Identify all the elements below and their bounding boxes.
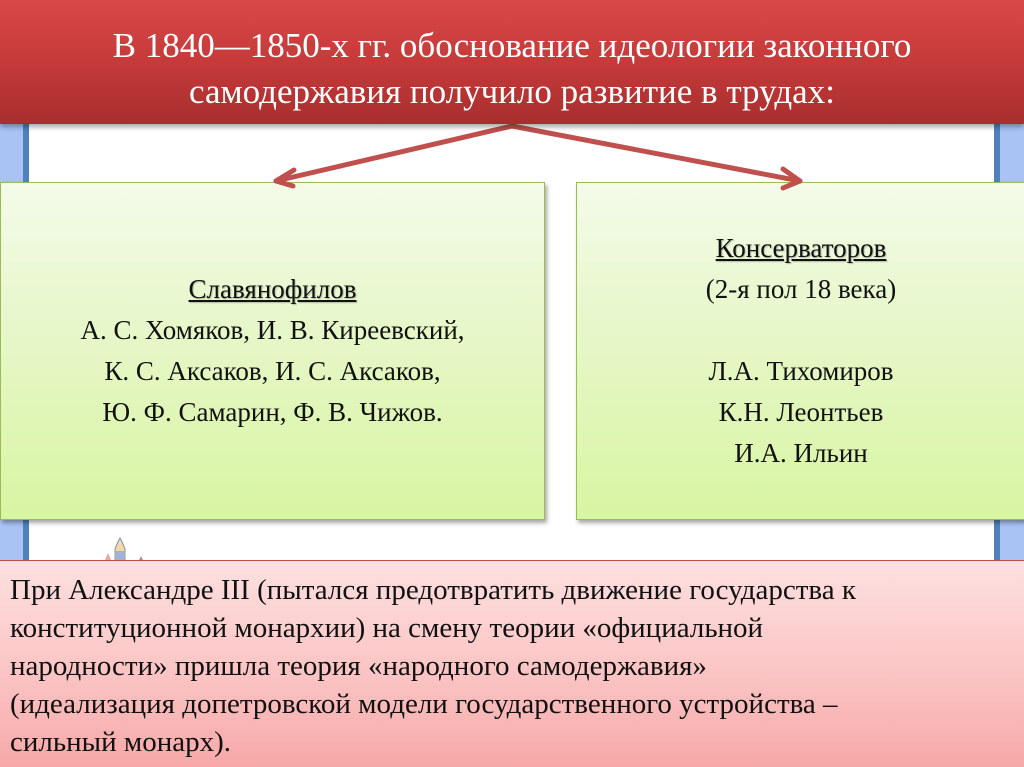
conservatives-line-1: Л.А. Тихомиров [708,356,894,386]
note-line-2: конституционной монархии) на смену теори… [10,612,764,644]
conservatives-line-2: К.Н. Леонтьев [718,397,884,427]
header-banner: В 1840—1850-х гг. обоснование идеологии … [0,0,1024,124]
note-line-1: При Александре III (пытался предотвратит… [10,574,856,606]
note-line-5: сильный монарх). [10,726,232,758]
conservatives-subtitle: (2-я пол 18 века) [705,274,897,304]
conservatives-title: Консерваторов [715,233,887,263]
church-domes-icon [105,537,143,560]
slavophiles-box: Славянофилов А. С. Хомяков, И. В. Киреев… [0,182,545,520]
arrowhead-right-icon [780,166,803,191]
arrow-right-icon [509,123,803,184]
slavophiles-line-1: А. С. Хомяков, И. В. Киреевский, [80,315,465,345]
arrow-left-icon [273,123,515,184]
conservatives-box: Консерваторов (2-я пол 18 века) Л.А. Тих… [576,182,1024,520]
note-line-4: (идеализация допетровской модели государ… [10,688,838,720]
arrowhead-left-icon [273,167,297,189]
alexander-iii-note: При Александре III (пытался предотвратит… [0,560,1024,767]
note-line-3: народности» пришла теория «народного сам… [10,650,707,682]
header-line-1: В 1840—1850-х гг. обоснование идеологии … [112,26,912,65]
slavophiles-line-3: Ю. Ф. Самарин, Ф. В. Чижов. [102,397,443,427]
slavophiles-line-2: К. С. Аксаков, И. С. Аксаков, [104,356,441,386]
slavophiles-title: Славянофилов [188,274,357,304]
conservatives-line-3: И.А. Ильин [734,438,868,468]
header-line-2: самодержавия получило развитие в трудах: [189,72,835,111]
